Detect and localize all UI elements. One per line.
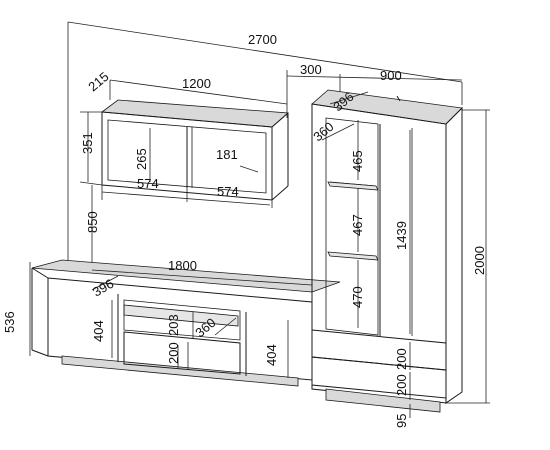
label-wall-shelf-depth: 215: [85, 69, 111, 94]
dimension-labels: 2700 215 1200 351 265 181 574 574 850 30…: [2, 32, 487, 428]
label-tower-total-height: 2000: [472, 246, 487, 275]
label-tower-shelf-depth: 360: [310, 119, 336, 144]
label-tower-drawer-bottom: 200: [394, 374, 409, 396]
label-tower-plinth: 95: [394, 414, 409, 428]
tower-offset-and-width-dimension: [286, 70, 463, 104]
label-tower-door-height: 1439: [394, 221, 409, 250]
label-tower-section-bottom: 470: [350, 286, 365, 308]
tower: [311, 89, 490, 418]
wall-shelf-width-dimension: [109, 79, 288, 118]
label-shelf-mount-height: 850: [85, 211, 100, 233]
label-tv-unit-drawer-height: 200: [166, 342, 181, 364]
label-tv-unit-width: 1800: [168, 258, 197, 273]
label-tv-unit-door-right: 404: [264, 344, 279, 366]
label-tower-drawer-top: 200: [394, 348, 409, 370]
label-wall-shelf-height: 351: [80, 132, 95, 154]
label-tv-unit-niche-height: 203: [166, 314, 181, 336]
label-wall-shelf-inner-height: 265: [134, 148, 149, 170]
label-wall-shelf-section-left: 574: [137, 176, 159, 191]
label-tower-width: 900: [380, 68, 402, 83]
overall-width-dimension: [67, 21, 463, 270]
label-total-width: 2700: [248, 32, 277, 47]
label-tower-section-middle: 467: [350, 214, 365, 236]
tv-unit: [29, 259, 341, 387]
wall-shelf-height-dims: [79, 111, 103, 270]
label-wall-shelf-inner-depth: 181: [216, 147, 238, 162]
label-wall-shelf-width: 1200: [182, 76, 211, 91]
label-tower-section-top: 465: [350, 150, 365, 172]
label-tv-unit-total-height: 536: [2, 311, 17, 333]
wall-shelf-section-dims: [101, 185, 273, 208]
label-tower-offset: 300: [300, 62, 322, 77]
label-tv-unit-door-left: 404: [91, 320, 106, 342]
label-wall-shelf-section-right: 574: [217, 184, 239, 199]
wall-shelf: [100, 99, 289, 201]
